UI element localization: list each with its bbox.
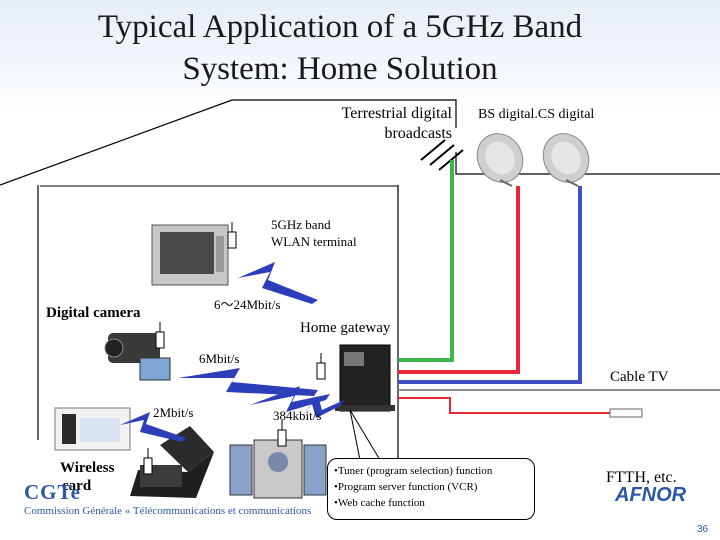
wlan-module-icon	[155, 322, 165, 349]
terrestrial-cable	[398, 160, 454, 362]
house-roof-right	[455, 152, 720, 175]
rate-stereo-label: 384kbit/s	[273, 408, 322, 423]
satellite-dish-icon	[476, 133, 524, 187]
rate-card-label: 2Mbit/s	[153, 405, 194, 420]
wireless-link-laptop	[250, 386, 330, 412]
ftth-line	[398, 397, 640, 414]
satellite-cable	[398, 186, 582, 384]
wireless-card-label: Wireless card	[60, 459, 114, 495]
stereo-icon	[229, 439, 327, 499]
callout-pointer	[349, 409, 381, 461]
rate-camera-label: 6Mbit/s	[199, 351, 240, 366]
wlan-label-line-1: 5GHz band	[271, 217, 331, 232]
gateway-functions-callout: •Tuner (program selection) function •Pro…	[327, 458, 535, 520]
wlan-terminal-label: 5GHz band WLAN terminal	[271, 216, 357, 250]
page-number: 36	[697, 524, 709, 535]
callout-item: •Program server function (VCR)	[334, 481, 478, 493]
wlan-module-icon	[143, 448, 153, 475]
callout-item: •Tuner (program selection) function	[334, 465, 493, 477]
header-background	[0, 0, 720, 110]
afnor-logo: AFNOR	[615, 484, 687, 506]
title-line-1: Typical Application of a 5GHz Band	[97, 9, 583, 45]
wlan-module-icon	[227, 222, 237, 249]
satellite-cable	[398, 186, 520, 374]
terrestrial-label: Terrestrial digital broadcasts	[312, 104, 452, 144]
camera-icon	[104, 333, 171, 381]
cgte-logo: CGTe	[24, 480, 81, 504]
title-line-2: System: Home Solution	[182, 51, 498, 87]
wireless-card-label-line-2: card	[62, 478, 92, 494]
terrestrial-label-line-2: broadcasts	[384, 125, 452, 142]
callout-item: •Web cache function	[334, 497, 425, 509]
home-gateway-icon	[335, 344, 395, 412]
commission-text: Commission Générale « Télécommunications…	[24, 505, 312, 517]
wireless-card-label-line-1: Wireless	[60, 460, 115, 476]
house-roof-left	[0, 99, 457, 186]
wlan-label-line-2: WLAN terminal	[271, 234, 357, 249]
wireless-link-camera	[178, 368, 318, 396]
terrestrial-antenna-icon	[420, 139, 464, 171]
ftth-terminal	[609, 408, 643, 418]
terrestrial-label-line-1: Terrestrial digital	[341, 105, 452, 122]
wireless-link-stereo	[300, 396, 344, 418]
pc-card-icon	[54, 407, 131, 451]
cable-tv-label: Cable TV	[610, 369, 669, 385]
home-gateway-label: Home gateway	[300, 320, 391, 336]
rate-tv-label: 6～24Mbit/s	[214, 297, 281, 312]
television-icon	[151, 224, 229, 286]
wireless-link-tv	[238, 262, 318, 304]
digital-camera-label: Digital camera	[46, 305, 141, 321]
bs-cs-label: BS digital.CS digital	[478, 107, 595, 122]
ftth-label: FTTH, etc.	[606, 469, 677, 486]
satellite-dish-icon	[542, 133, 590, 187]
wlan-module-icon	[316, 353, 326, 380]
wlan-module-icon	[277, 420, 287, 447]
slide-title: Typical Application of a 5GHz Band Syste…	[40, 6, 640, 90]
wireless-link-card	[120, 412, 186, 442]
